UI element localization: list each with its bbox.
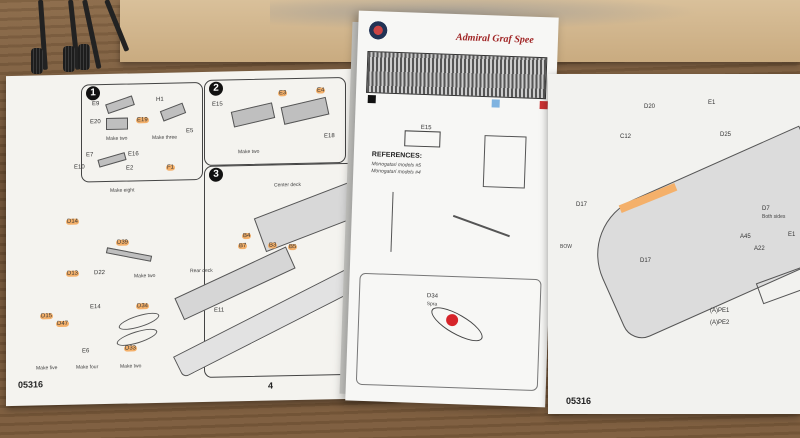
part-label-e11: E11	[214, 307, 225, 314]
part-label-d17: D17	[640, 258, 652, 264]
part-label-d13: D13	[66, 270, 80, 277]
part-label-e10: E10	[74, 164, 85, 171]
page-code: 05316	[566, 396, 592, 406]
part-drawing	[106, 117, 128, 131]
part-drawing	[404, 130, 441, 148]
instruction-page-left: 1 E9 E20 E19 Make two H1 E5 Make three E…	[6, 67, 402, 407]
part-label-e2: E2	[126, 165, 134, 172]
note-make-two: Make two	[238, 148, 260, 156]
brand-logo	[367, 18, 389, 42]
paint-brushes	[18, 0, 130, 80]
part-label-d14: D14	[66, 218, 80, 225]
part-label-e14: E14	[90, 304, 101, 311]
color-swatch-red	[539, 100, 548, 110]
note-make-four: Make four	[76, 364, 99, 371]
part-label-b5: B5	[288, 244, 298, 251]
part-label-a45: A45	[740, 234, 751, 240]
part-label-h1: H1	[156, 96, 164, 103]
page-code: 05316	[18, 379, 44, 390]
part-label-d47: D47	[56, 320, 70, 328]
part-label-pe2: (A)PE2	[710, 320, 730, 326]
part-label-b7: B7	[238, 243, 248, 250]
page-number: 4	[268, 380, 274, 391]
part-label-d33: D33	[124, 345, 138, 352]
part-label-d20: D20	[644, 104, 656, 110]
part-label-e15: E15	[212, 101, 223, 108]
part-label-e3: E3	[278, 90, 288, 97]
part-label-b4: B4	[242, 232, 252, 240]
part-drawing	[105, 247, 153, 262]
part-label-e19: E19	[136, 117, 149, 124]
part-label-e18: E18	[324, 133, 335, 140]
part-drawing	[482, 135, 527, 189]
note-make-two: Make two	[120, 363, 142, 370]
part-label-e4: E4	[316, 87, 326, 94]
part-label-e1: E1	[708, 100, 716, 106]
note-make-eight: Make eight	[110, 187, 135, 194]
note-make-five: Make five	[36, 365, 58, 372]
part-label-e20: E20	[90, 119, 101, 126]
note-both-sides: Both sides	[762, 214, 786, 220]
part-label-e7: E7	[86, 152, 94, 159]
reference-line-2: Monogatari models #4	[371, 168, 421, 176]
part-label-d39: D39	[116, 239, 130, 246]
note-make-two: Make two	[106, 135, 128, 143]
kit-title: Admiral Graf Spee	[455, 32, 534, 46]
note-bow: BOW	[560, 244, 572, 250]
part-label-e9: E9	[92, 101, 100, 108]
part-label-d15: D15	[40, 313, 54, 320]
note-rear-deck: Rear deck	[190, 267, 213, 275]
note-make-two: Make two	[134, 272, 156, 280]
part-label-d34: D34	[136, 303, 150, 310]
part-label-d22: D22	[94, 270, 106, 277]
references-title: REFERENCES:	[371, 151, 423, 160]
photo-etch-insert: Admiral Graf Spee E15 REFERENCES: Monoga…	[345, 10, 559, 408]
instruction-page-right: D20 E1 C12 D25 D17 D17 BOW D7 Both sides…	[548, 74, 800, 414]
part-label-c12: C12	[620, 134, 632, 140]
part-label-d7: D7	[762, 206, 770, 212]
part-label-d17: D17	[576, 202, 588, 208]
part-label-b3: B3	[268, 242, 278, 249]
part-label-e1: E1	[788, 232, 796, 238]
part-label-pe1: (A)PE1	[710, 308, 730, 314]
mast-drawing	[390, 191, 418, 253]
note-make-three: Make three	[152, 134, 178, 142]
part-label-e16: E16	[128, 151, 139, 158]
bow-hull-drawing	[578, 125, 800, 345]
part-label-a22: A22	[754, 246, 765, 252]
step-box	[355, 272, 542, 392]
railing-drawing	[452, 214, 510, 238]
color-swatch-black	[367, 94, 376, 104]
part-label-d25: D25	[720, 132, 732, 138]
part-label-e5: E5	[186, 128, 194, 135]
note-center-deck: Center deck	[274, 181, 301, 189]
part-label-d34: D34	[426, 293, 439, 300]
part-label-f1: F1	[166, 164, 176, 171]
part-label-e6: E6	[82, 348, 90, 355]
photo-etch-fret-diagram	[365, 50, 548, 100]
color-swatch-blue	[491, 99, 500, 108]
